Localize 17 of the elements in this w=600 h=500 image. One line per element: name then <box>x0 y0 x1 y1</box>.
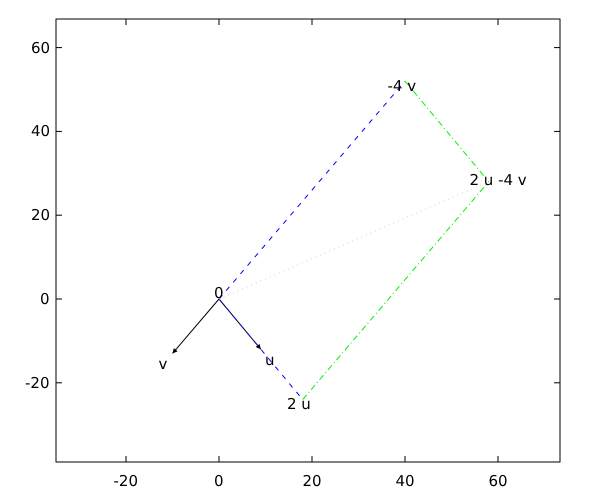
x-tick-label: 20 <box>302 473 322 489</box>
y-tick-label: 0 <box>40 291 50 307</box>
y-tick-label: 20 <box>31 207 50 224</box>
vector-line <box>172 298 220 354</box>
point-label: 2 u -4 v <box>470 172 527 188</box>
y-tick-label: -20 <box>25 374 50 391</box>
y-tick-label: 40 <box>31 123 50 140</box>
point-label: 0 <box>214 285 224 301</box>
point-label: -4 v <box>388 78 416 94</box>
x-tick-label: -20 <box>114 473 138 489</box>
point-label: 2 u <box>287 396 311 412</box>
point-label: v <box>158 356 168 372</box>
x-tick-label: 0 <box>214 473 224 489</box>
x-tick-label: 60 <box>488 473 508 489</box>
y-tick-label: 60 <box>31 40 50 56</box>
x-tick-label: 40 <box>396 473 415 489</box>
point-label: u <box>265 352 275 368</box>
